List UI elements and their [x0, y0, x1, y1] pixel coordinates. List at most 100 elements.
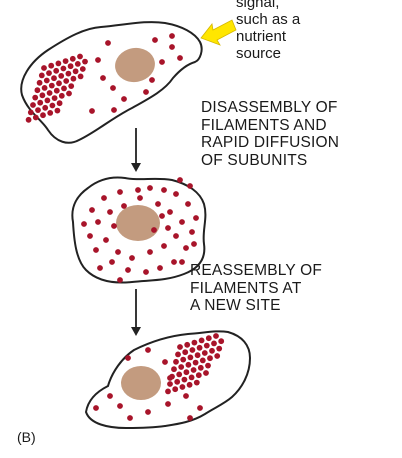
subunit-dot — [145, 409, 151, 415]
subunit-dot — [93, 247, 99, 253]
arrow-down-1 — [131, 128, 141, 172]
signal-label: signal, such as a nutrient source — [236, 0, 300, 62]
subunit-dot — [125, 355, 131, 361]
subunit-dot — [37, 99, 44, 106]
subunit-dot — [56, 100, 63, 107]
subunit-dot — [53, 87, 60, 94]
subunit-dot — [177, 55, 183, 61]
subunit-dot — [32, 114, 39, 121]
subunit-dot — [188, 374, 195, 381]
subunit-dot — [121, 96, 127, 102]
subunit-dot — [191, 339, 198, 346]
subunit-dot — [63, 78, 70, 84]
subunit-dot — [58, 92, 65, 99]
subunit-dot — [184, 341, 191, 348]
subunit-dot — [95, 219, 101, 225]
subunit-dot — [159, 213, 165, 219]
subunit-dot — [127, 415, 133, 421]
subunit-dot — [53, 67, 60, 74]
subunit-dot — [143, 269, 149, 275]
subunit-dot — [190, 367, 197, 373]
subunit-dot — [56, 80, 62, 87]
subunit-dot — [54, 107, 61, 114]
subunit-dot — [51, 75, 57, 82]
subunit-dot — [93, 405, 99, 411]
subunit-dot — [173, 191, 179, 197]
nucleus — [116, 205, 160, 241]
subunit-dot — [187, 183, 193, 189]
subunit-dot — [176, 371, 183, 378]
subunit-dot — [135, 187, 141, 193]
signal-arrow-icon — [200, 19, 237, 46]
subunit-dot — [178, 364, 185, 370]
subunit-dot — [149, 77, 155, 83]
subunit-dot — [183, 393, 189, 399]
subunit-dot — [179, 219, 185, 225]
subunit-dot — [187, 415, 193, 421]
signal-label-line: source — [236, 45, 282, 62]
subunit-dot — [103, 237, 109, 243]
subunit-dot — [81, 221, 87, 227]
subunit-dot — [186, 381, 193, 388]
subunit-dot — [171, 366, 177, 373]
subunit-dot — [40, 112, 46, 119]
subunit-dot — [162, 359, 168, 365]
subunit-dot — [58, 73, 65, 79]
subunit-dot — [152, 37, 158, 43]
subunit-dot — [77, 73, 84, 80]
subunit-dot — [36, 79, 43, 86]
disassembly-label-line: RAPID DIFFUSION — [201, 134, 340, 151]
subunit-dot — [39, 92, 46, 99]
subunit-dot — [182, 349, 189, 356]
scattered-subunits — [93, 347, 203, 421]
subunit-dot — [180, 356, 187, 363]
subunit-dot — [173, 358, 179, 365]
subunit-dot — [105, 40, 111, 46]
subunit-dot — [177, 344, 183, 350]
subunit-dot — [47, 110, 54, 116]
panel-label: (B) — [17, 429, 36, 445]
subunit-dot — [167, 381, 173, 387]
subunit-dot — [74, 61, 81, 67]
subunit-dot — [46, 90, 53, 96]
subunit-dot — [117, 189, 123, 195]
subunit-dot — [169, 44, 175, 50]
subunit-dot — [203, 370, 209, 376]
subunit-dot — [55, 60, 62, 67]
subunit-dot — [97, 265, 103, 271]
subunit-dot — [82, 58, 88, 65]
subunit-dot — [89, 207, 95, 213]
subunit-dot — [109, 259, 115, 265]
subunit-dot — [65, 70, 72, 77]
disassembly-label-line: OF SUBUNITS — [201, 151, 308, 169]
filament-bundle — [165, 333, 225, 395]
subunit-dot — [172, 386, 179, 393]
subunit-dot — [60, 65, 67, 72]
subunit-dot — [89, 108, 95, 114]
subunit-dot — [171, 259, 177, 265]
subunit-dot — [43, 77, 50, 84]
subunit-dot — [121, 203, 127, 209]
subunit-dot — [198, 337, 205, 344]
subunit-dot — [111, 107, 117, 113]
subunit-dot — [157, 265, 163, 271]
subunit-dot — [66, 90, 72, 97]
subunit-dot — [177, 177, 183, 183]
subunit-dot — [111, 223, 117, 229]
subunit-dot — [174, 378, 181, 385]
subunit-dot — [189, 229, 195, 235]
subunit-dot — [62, 58, 69, 64]
cell-after-reassembly — [84, 330, 252, 430]
subunit-dot — [49, 102, 56, 109]
subunit-dot — [216, 345, 223, 352]
subunit-dot — [181, 376, 188, 383]
subunit-dot — [183, 245, 189, 251]
subunit-dot — [41, 65, 47, 71]
subunit-dot — [30, 102, 36, 108]
subunit-dot — [110, 85, 116, 91]
reassembly-label-line: A NEW SITE — [190, 297, 281, 314]
subunit-dot — [165, 401, 171, 407]
subunit-dot — [192, 359, 199, 366]
subunit-dot — [70, 75, 77, 82]
